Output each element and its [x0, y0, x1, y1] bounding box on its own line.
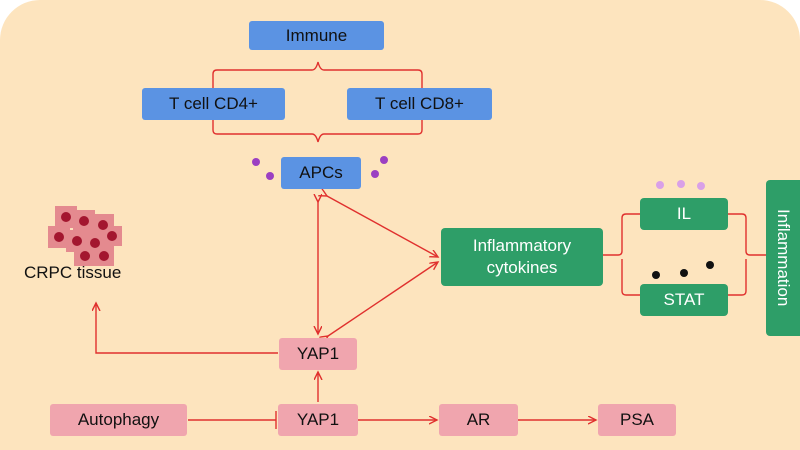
arrow-yap1-cytokines	[328, 262, 438, 336]
bracket-tcells-apcs	[212, 120, 423, 143]
il-particles	[656, 180, 705, 190]
particle-dot	[252, 158, 260, 166]
node-yap1-lower: YAP1	[278, 404, 358, 436]
node-psa: PSA	[598, 404, 676, 436]
particle-dot	[697, 182, 705, 190]
node-yap1-upper: YAP1	[279, 338, 357, 370]
node-ar: AR	[439, 404, 518, 436]
particle-dot	[266, 172, 274, 180]
crpc-cell-cluster-icon	[48, 206, 122, 266]
particle-dot	[656, 181, 664, 189]
node-t-cell-cd4: T cell CD4+	[142, 88, 285, 120]
apc-particles	[252, 156, 388, 180]
node-t-cell-cd8: T cell CD8+	[347, 88, 492, 120]
arrow-yap1-crpc	[96, 303, 278, 354]
node-inflammation: Inflammation	[766, 180, 800, 336]
particle-dot	[652, 271, 660, 279]
particle-dot	[680, 269, 688, 277]
node-inflammatory-cytokines: Inflammatory cytokines	[441, 228, 603, 286]
particle-dot	[380, 156, 388, 164]
label-crpc-tissue: CRPC tissue	[24, 263, 122, 282]
node-immune: Immune	[249, 21, 384, 50]
node-apcs: APCs	[281, 157, 361, 189]
node-autophagy: Autophagy	[50, 404, 187, 436]
bracket-il-stat-inflammation	[728, 213, 766, 296]
arrow-apcs-cytokines	[327, 196, 438, 257]
node-il: IL	[640, 198, 728, 230]
particle-dot	[706, 261, 714, 269]
bracket-immune-tcells	[212, 61, 423, 88]
bracket-cytokines-il-stat	[603, 213, 640, 296]
stat-particles	[652, 261, 714, 279]
node-stat: STAT	[640, 284, 728, 316]
particle-dot	[371, 170, 379, 178]
particle-dot	[677, 180, 685, 188]
